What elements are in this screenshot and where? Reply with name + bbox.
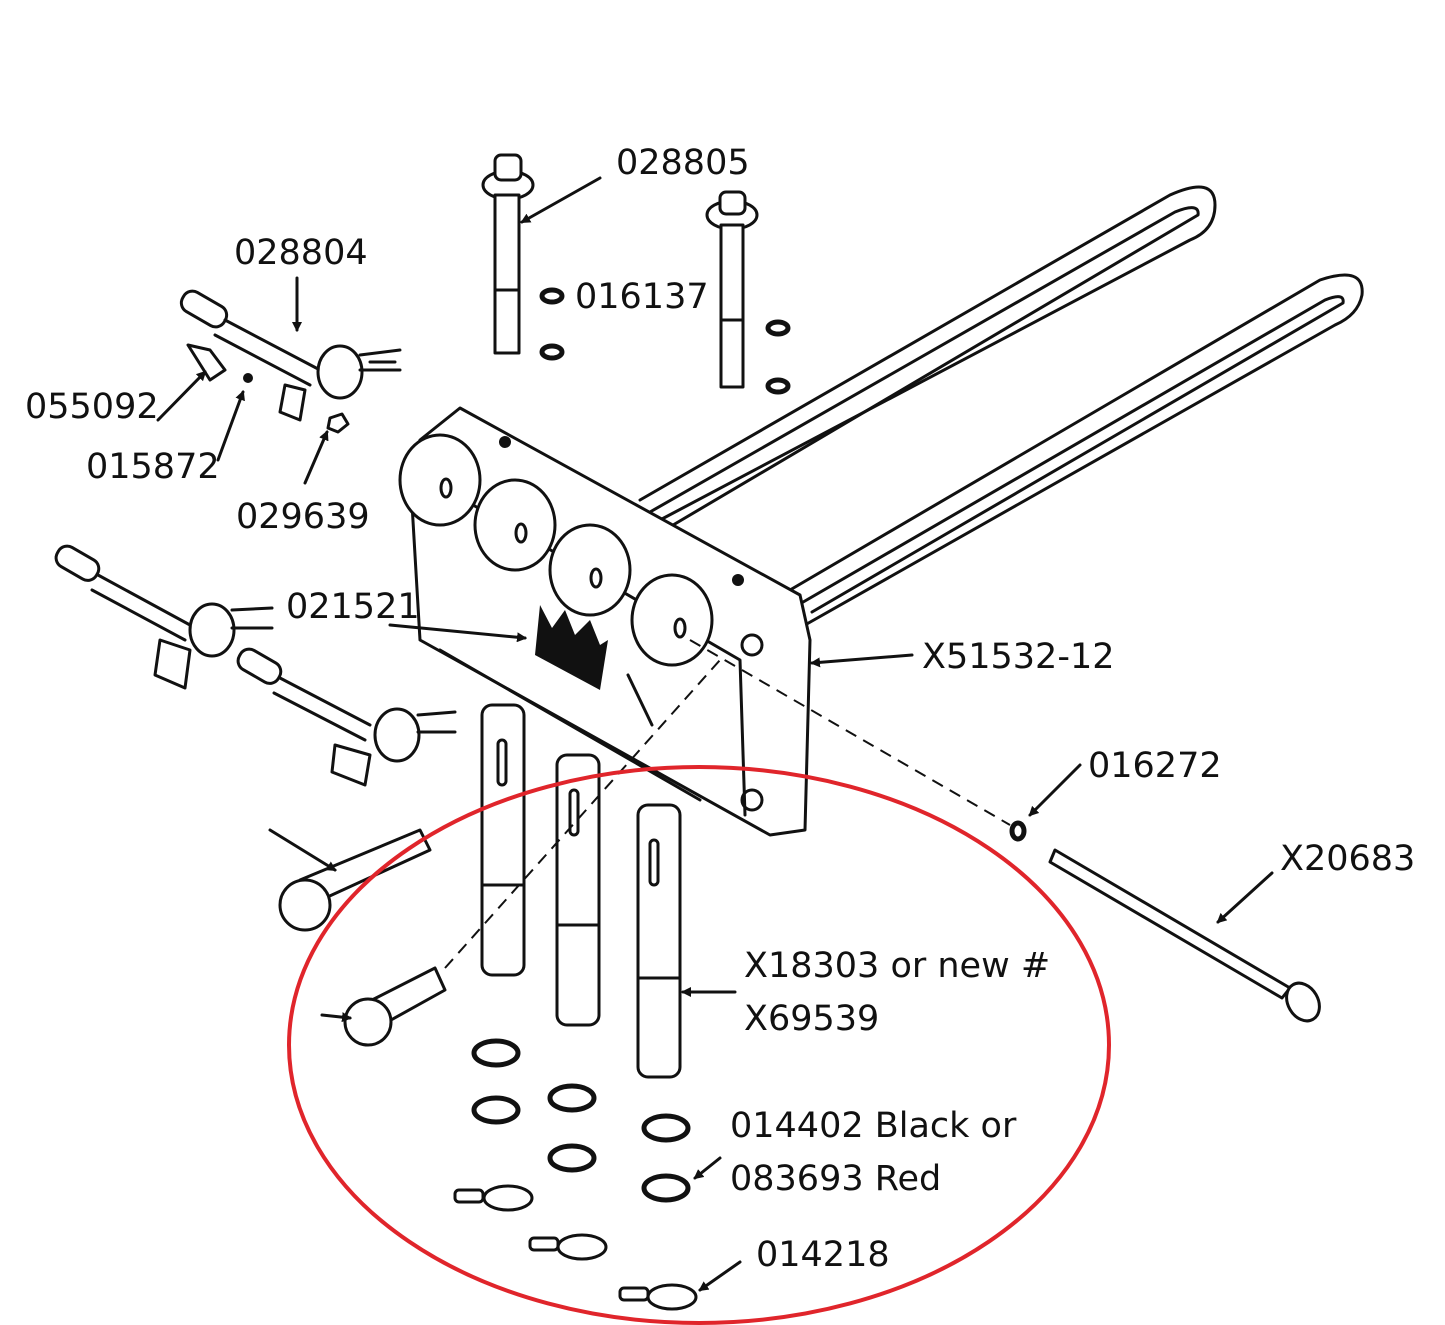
label-X51532-12: X51532-12 [922,637,1114,677]
heating-element [638,185,1364,627]
lever-028804 [179,289,402,434]
label-014402: 014402 Black or [730,1106,1017,1146]
label-021521: 021521 [286,587,420,627]
label-055092: 055092 [25,387,159,427]
manifold-block [398,406,812,837]
label-015872: 015872 [86,447,220,487]
crown-logo-icon [535,605,608,690]
label-014218: 014218 [756,1235,890,1275]
leader-arrows [156,176,1274,1292]
alignment-line-1 [689,639,1011,826]
label-029639: 029639 [236,497,370,537]
lever-assembly-lower-2 [236,647,457,787]
knob-lower [343,966,447,1047]
label-X18303: X18303 or new # [744,946,1050,986]
label-016272: 016272 [1088,746,1222,786]
o-rings-016137 [539,287,791,395]
valve-pistons-X18303 [480,703,682,1079]
label-X69539: X69539 [744,999,879,1039]
label-016137: 016137 [575,277,709,317]
label-028804: 028804 [234,233,368,273]
highlight-circle [287,765,1111,1325]
o-rings-014402 [471,1038,691,1203]
lever-assembly-lower-1 [54,544,274,690]
label-028805: 028805 [616,143,750,183]
clips-014218 [453,1184,698,1311]
label-X20683: X20683 [1280,839,1415,879]
o-ring-016272 [1009,820,1027,842]
valve-cams [398,433,714,667]
knob-upper [278,828,432,932]
alignment-line-2 [444,659,721,969]
label-083693: 083693 Red [730,1159,941,1199]
push-rod-028805 [481,153,759,389]
rod-X20683 [1048,848,1321,1023]
